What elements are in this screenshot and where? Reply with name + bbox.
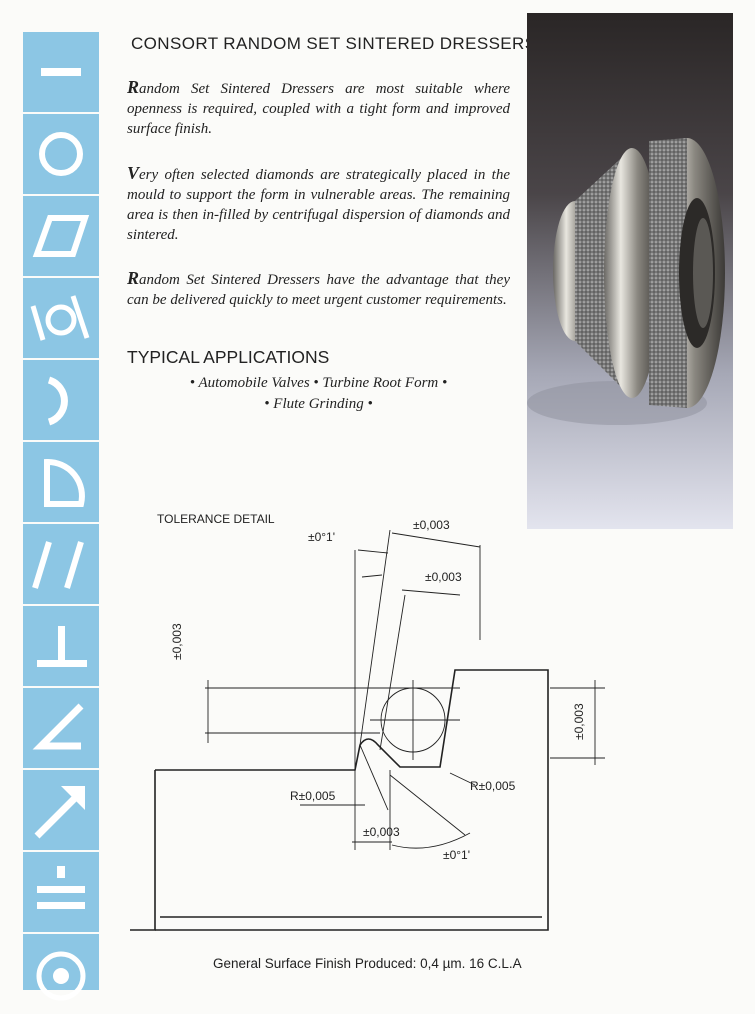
applications-line-1: • Automobile Valves • Turbine Root Form … — [189, 375, 448, 391]
equals-bars-icon — [23, 852, 99, 932]
dim-top-label: ±0,003 — [413, 518, 450, 532]
drop-cap: V — [127, 163, 140, 183]
t-shape-icon — [23, 606, 99, 686]
radius-left-label: R±0,005 — [290, 789, 336, 803]
paragraph-text: andom Set Sintered Dressers are most sui… — [127, 81, 510, 137]
dim-bottom-label: ±0,003 — [363, 825, 400, 839]
dresser-wheel-photo — [527, 13, 733, 529]
arc-icon — [23, 360, 99, 440]
target-icon — [23, 934, 99, 1001]
tolerance-drawing — [130, 529, 605, 931]
triangle-icon — [23, 688, 99, 768]
dim-second-label: ±0,003 — [425, 570, 462, 584]
circle-icon — [23, 114, 99, 194]
paragraph-3: Random Set Sintered Dressers have the ad… — [127, 268, 510, 310]
arrow-icon — [23, 770, 99, 850]
drop-cap: R — [127, 77, 140, 97]
paragraph-text: ery often selected diamonds are strategi… — [127, 167, 510, 243]
tolerance-heading: TOLERANCE DETAIL — [157, 512, 275, 526]
parallelogram-icon — [23, 196, 99, 276]
dim-left-vertical-label: ±0,003 — [170, 623, 184, 660]
applications-line-2: • Flute Grinding • — [264, 396, 373, 412]
surface-finish-caption: General Surface Finish Produced: 0,4 µm.… — [213, 956, 522, 971]
angle-bottom-label: ±0°1' — [443, 848, 471, 862]
angle-top-label: ±0°1' — [308, 530, 336, 544]
paragraph-2: Very often selected diamonds are strateg… — [127, 163, 510, 245]
circle-lines-icon — [23, 278, 99, 358]
bar-icon — [23, 32, 99, 112]
page-title: CONSORT RANDOM SET SINTERED DRESSERS — [131, 34, 537, 53]
paragraph-text: andom Set Sintered Dressers have the adv… — [127, 272, 510, 308]
drop-cap: R — [127, 268, 140, 288]
dim-right-vertical-label: ±0,003 — [572, 703, 586, 740]
slash-lines-icon — [23, 524, 99, 604]
radius-right-label: R±0,005 — [470, 779, 516, 793]
applications-heading: TYPICAL APPLICATIONS — [127, 347, 330, 367]
sidebar-icon-strip — [23, 32, 99, 1001]
paragraph-1: Random Set Sintered Dressers are most su… — [127, 77, 510, 139]
half-disc-icon — [23, 442, 99, 522]
